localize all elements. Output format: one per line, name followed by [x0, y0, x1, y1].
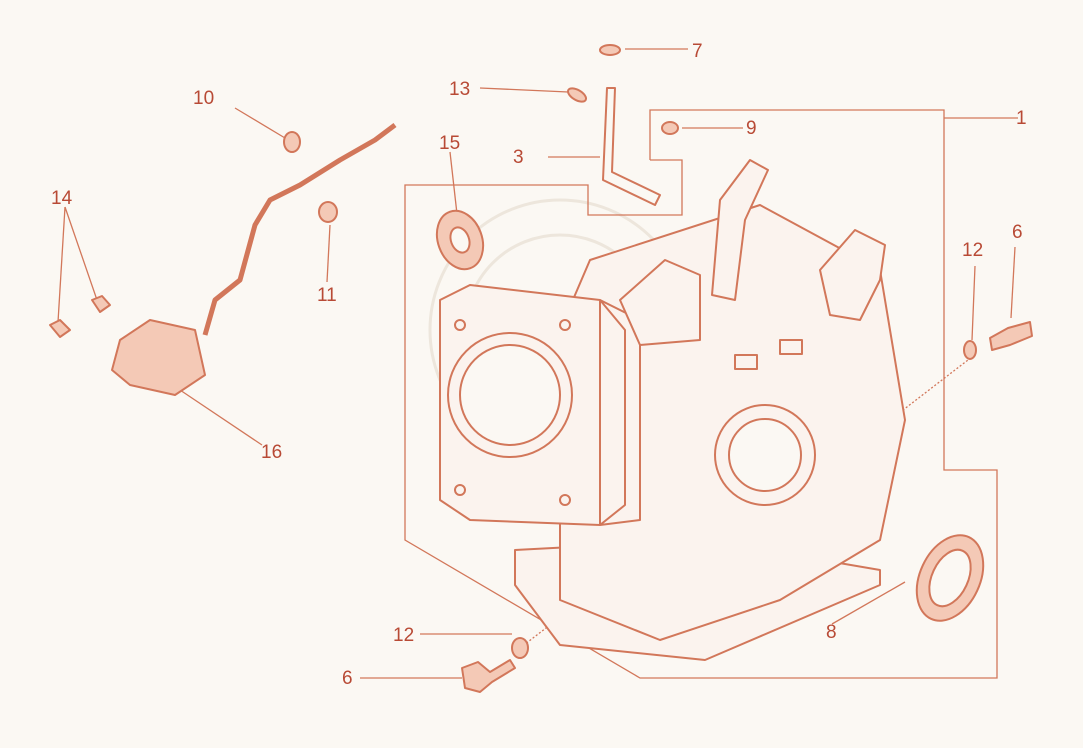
callout-6-right: 6 [1012, 222, 1023, 243]
nut-11 [318, 201, 338, 223]
group-outline [404, 109, 998, 679]
main-bearing-housing-inner [728, 418, 802, 492]
clip-13 [566, 87, 588, 103]
callout-8: 8 [826, 622, 837, 643]
oil-seal-8-inner [928, 548, 972, 608]
bolt-14-upper [91, 295, 111, 313]
bolt-14-lower [49, 319, 71, 338]
bolt-hole-3 [454, 484, 466, 496]
breather-arm [819, 229, 886, 321]
callout-12-right: 12 [962, 240, 983, 261]
crankcase-block [439, 159, 906, 661]
callout-15: 15 [439, 133, 460, 154]
callout-13: 13 [449, 79, 470, 100]
mount-slot-1 [734, 354, 758, 370]
bolt-hole-2 [559, 319, 571, 331]
bearing-15-inner [449, 226, 471, 254]
bolt-hole-4 [559, 494, 571, 506]
callout-10: 10 [193, 88, 214, 109]
washer-12-bottom [511, 637, 529, 659]
callout-9: 9 [746, 118, 757, 139]
governor-arm [711, 159, 769, 301]
cylinder-bore-inner [459, 344, 561, 446]
bolt-hole-1 [454, 319, 466, 331]
callout-labels: 1 3 6 6 7 8 9 10 11 12 12 13 14 15 16 [51, 41, 1027, 689]
bolt-6-bottom [461, 659, 516, 693]
callout-14: 14 [51, 188, 73, 209]
bolt-6-right [989, 321, 1033, 351]
washer-10 [283, 131, 301, 153]
callout-7: 7 [692, 41, 703, 62]
callout-12-bottom: 12 [393, 625, 414, 646]
switch-16 [111, 319, 206, 396]
nut-9 [661, 121, 679, 135]
small-parts [49, 44, 1033, 693]
callout-3: 3 [513, 147, 524, 168]
cam-boss [619, 259, 701, 346]
washer-12-right [963, 340, 977, 360]
leader-lines [57, 48, 1018, 679]
rod-3 [602, 87, 661, 206]
callout-11: 11 [317, 285, 337, 306]
callout-16: 16 [261, 442, 282, 463]
washer-7 [599, 44, 621, 56]
mount-slot-2 [779, 339, 803, 355]
callout-6-bottom: 6 [342, 668, 353, 689]
callout-1: 1 [1016, 108, 1027, 129]
cable-16 [202, 123, 397, 336]
